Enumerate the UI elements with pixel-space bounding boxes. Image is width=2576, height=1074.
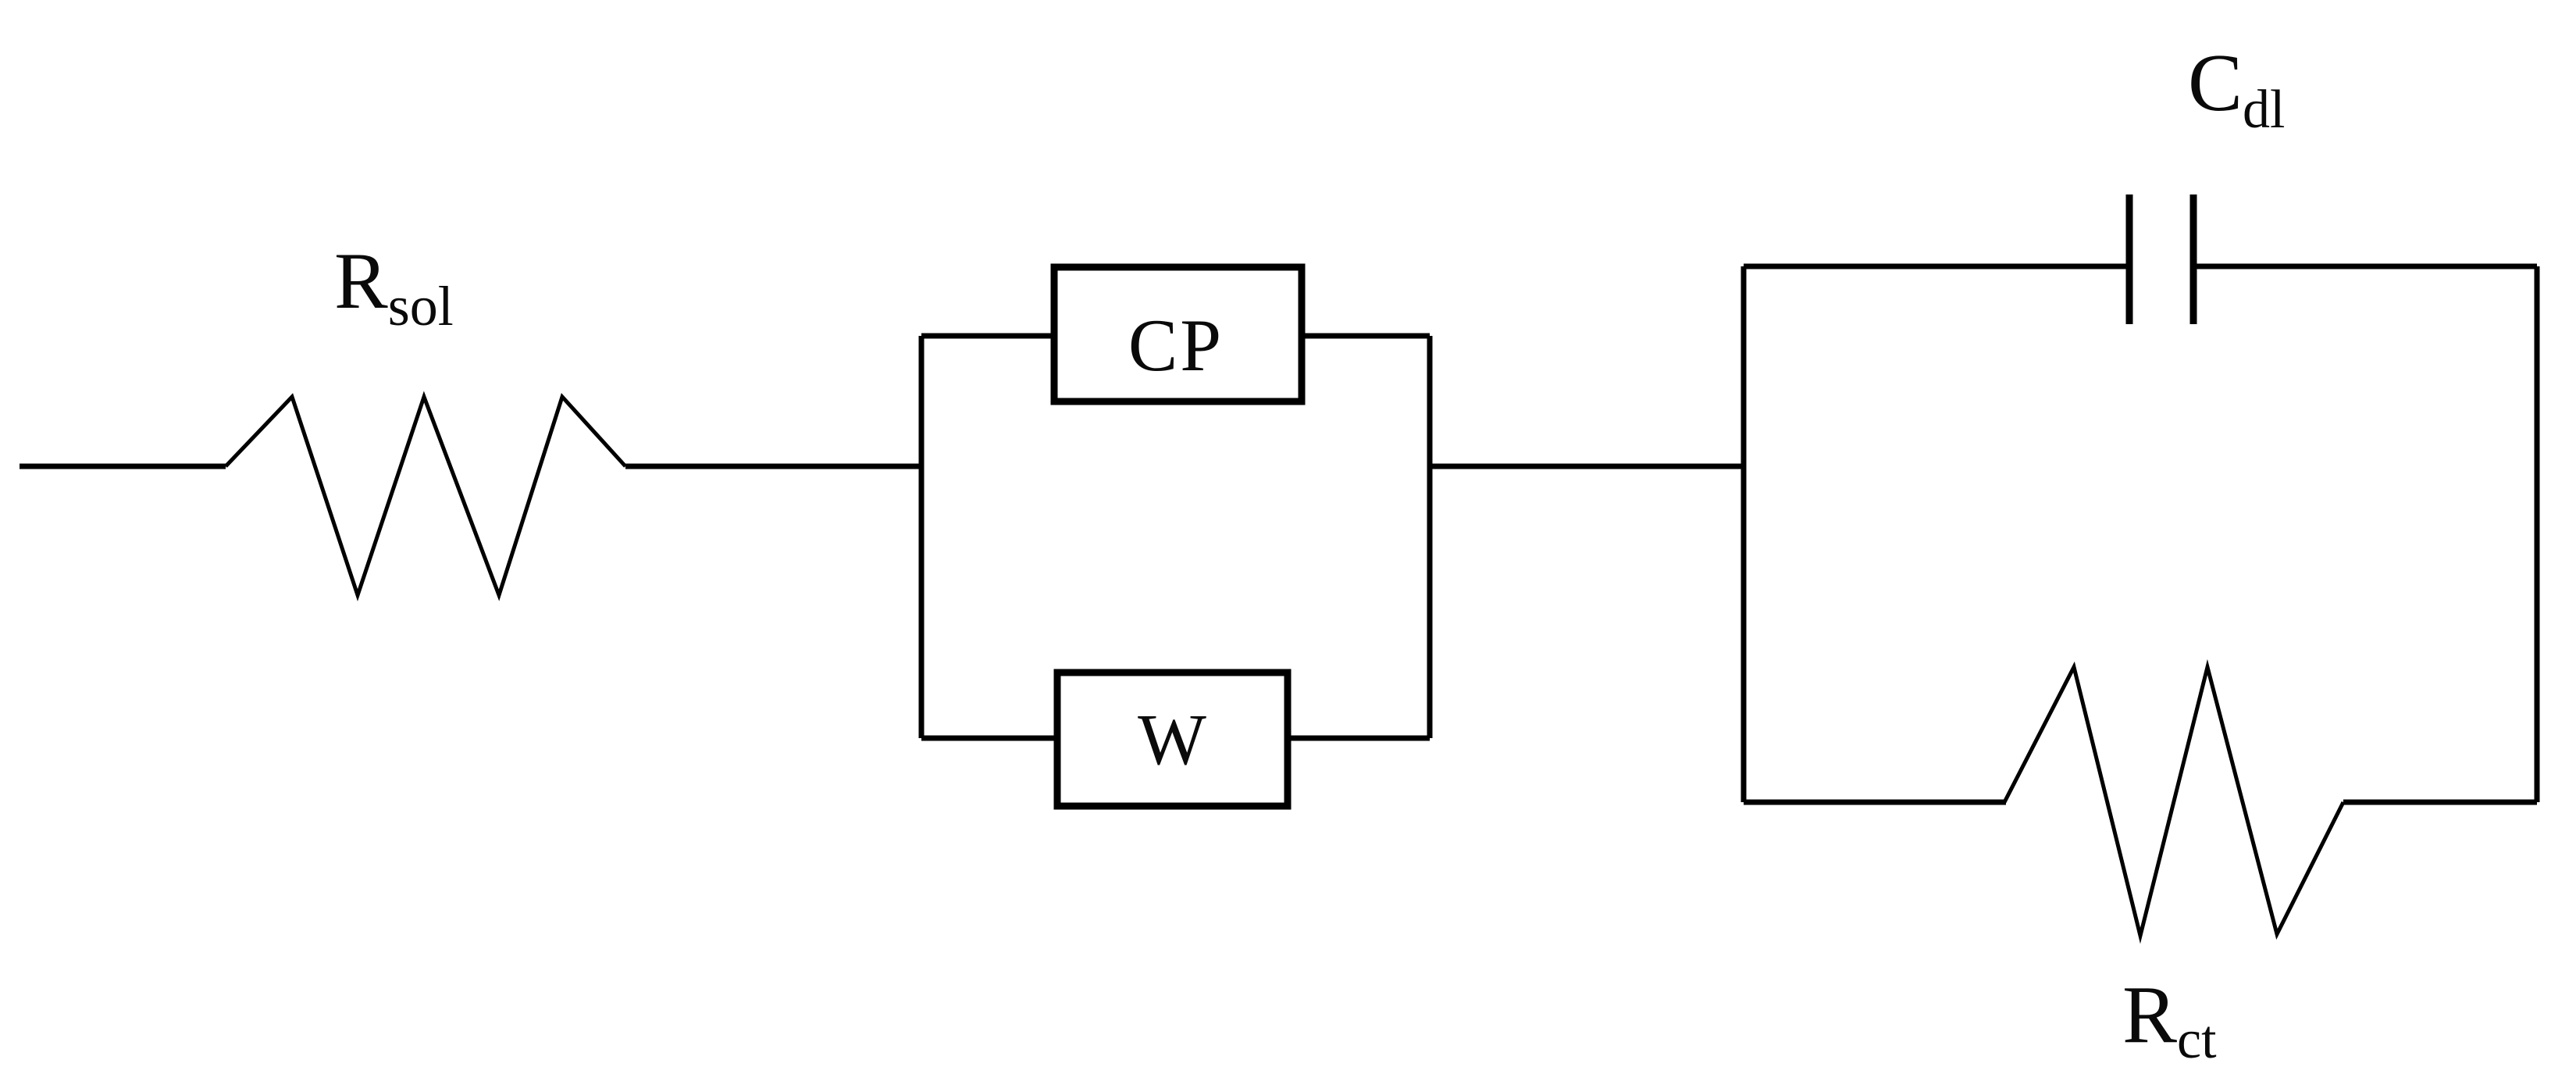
label-w: W	[1138, 700, 1206, 780]
capacitor-cdl-symbol	[2125, 194, 2197, 324]
cp-element-box	[1050, 263, 1306, 405]
label-rct-main: R	[2122, 969, 2177, 1060]
label-cdl-subscript: dl	[2243, 80, 2285, 140]
label-cdl-main: C	[2188, 37, 2243, 128]
parallel-block-cp-w	[918, 263, 1433, 810]
label-cp: CP	[1128, 304, 1224, 387]
label-rsol-subscript: sol	[388, 275, 454, 337]
resistor-rsol-symbol	[224, 391, 627, 601]
resistor-rct-symbol	[2002, 658, 2346, 944]
label-rsol-main: R	[334, 237, 388, 326]
parallel-block-cdl-rct	[1740, 194, 2540, 944]
label-rsol: Rsol	[334, 237, 454, 337]
label-rct: Rct	[2122, 969, 2217, 1070]
label-rct-subscript: ct	[2177, 1010, 2217, 1070]
label-cdl: Cdl	[2188, 37, 2286, 140]
